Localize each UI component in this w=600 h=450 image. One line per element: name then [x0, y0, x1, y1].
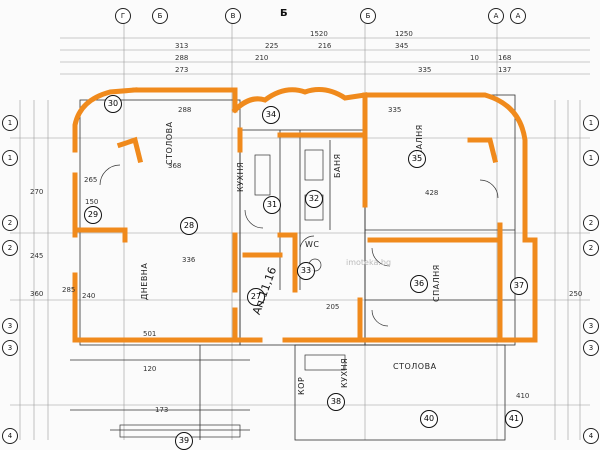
room-number: 31: [263, 196, 281, 214]
section-mark: Б: [280, 8, 288, 19]
room-number: 40: [420, 410, 438, 428]
dim-label: 1250: [395, 30, 413, 38]
room-number: 32: [305, 190, 323, 208]
dim-label: 216: [318, 42, 332, 50]
dim-label: 345: [395, 42, 409, 50]
room-number: 39: [175, 432, 193, 450]
dim-label: 245: [30, 252, 44, 260]
room-number: 30: [104, 95, 122, 113]
dim-label: 173: [155, 406, 169, 414]
dim-label: 288: [178, 106, 192, 114]
axis-marker-top: Б: [360, 8, 376, 24]
dim-label: 205: [326, 303, 340, 311]
axis-marker-right: 1: [583, 150, 599, 166]
dim-label: 336: [182, 256, 196, 264]
dim-label: 501: [143, 330, 157, 338]
dim-label: 265: [84, 176, 98, 184]
axis-marker-left: 2: [2, 215, 18, 231]
room-label-corridor: КОР: [297, 376, 306, 395]
axis-marker-left: 1: [2, 150, 18, 166]
room-number: 37: [510, 277, 528, 295]
dim-label: 335: [388, 106, 402, 114]
dim-label: 10: [470, 54, 479, 62]
dim-label: 210: [255, 54, 269, 62]
room-number: 33: [297, 262, 315, 280]
axis-marker-left: 3: [2, 318, 18, 334]
axis-marker-top: Б: [152, 8, 168, 24]
room-number: 41: [505, 410, 523, 428]
room-label-bath: БАНЯ: [333, 153, 342, 178]
dim-label: 240: [82, 292, 96, 300]
dim-label: 368: [168, 162, 182, 170]
dim-label: 150: [85, 198, 99, 206]
axis-marker-top: А: [488, 8, 504, 24]
room-label-wc: WC: [305, 240, 320, 249]
axis-marker-left: 2: [2, 240, 18, 256]
axis-marker-top: В: [225, 8, 241, 24]
room-number: 27: [247, 288, 265, 306]
axis-marker-right: 3: [583, 318, 599, 334]
dim-label: 1520: [310, 30, 328, 38]
axis-marker-left: 1: [2, 115, 18, 131]
room-label-bedroom: СПАЛНЯ: [432, 264, 441, 302]
dim-label: 360: [30, 290, 44, 298]
dim-label: 285: [62, 286, 76, 294]
room-number: 28: [180, 217, 198, 235]
dim-label: 335: [418, 66, 432, 74]
watermark: imoteka.bg: [346, 258, 392, 267]
room-label-kitchen: КУХНЯ: [236, 161, 245, 192]
room-number: 35: [408, 150, 426, 168]
dim-label: 428: [425, 189, 439, 197]
room-label-kitchen: КУХНЯ: [340, 357, 349, 388]
dim-label: 225: [265, 42, 279, 50]
axis-marker-right: 4: [583, 428, 599, 444]
room-number: 29: [84, 206, 102, 224]
room-label-dining: СТОЛОВА: [165, 121, 174, 165]
dim-label: 250: [569, 290, 583, 298]
dim-label: 137: [498, 66, 512, 74]
dim-label: 288: [175, 54, 189, 62]
door-swings: [99, 164, 499, 327]
axis-marker-left: 4: [2, 428, 18, 444]
axis-marker-right: 2: [583, 215, 599, 231]
axis-marker-right: 1: [583, 115, 599, 131]
fixtures: [119, 149, 346, 438]
room-number: 36: [410, 275, 428, 293]
dim-label: 410: [516, 392, 530, 400]
dim-label: 313: [175, 42, 189, 50]
exterior-walls: [72, 87, 538, 343]
dim-label: 270: [30, 188, 44, 196]
room-label-dining: СТОЛОВА: [393, 362, 437, 371]
dim-label: 120: [143, 365, 157, 373]
axis-marker-right: 2: [583, 240, 599, 256]
room-label-living: ДНЕВНА: [140, 262, 149, 300]
axis-marker-right: 3: [583, 340, 599, 356]
axis-marker-top: А: [510, 8, 526, 24]
room-number: 34: [262, 106, 280, 124]
room-number: 38: [327, 393, 345, 411]
axis-marker-top: Г: [115, 8, 131, 24]
axis-marker-left: 3: [2, 340, 18, 356]
dim-label: 168: [498, 54, 512, 62]
dim-label: 273: [175, 66, 189, 74]
